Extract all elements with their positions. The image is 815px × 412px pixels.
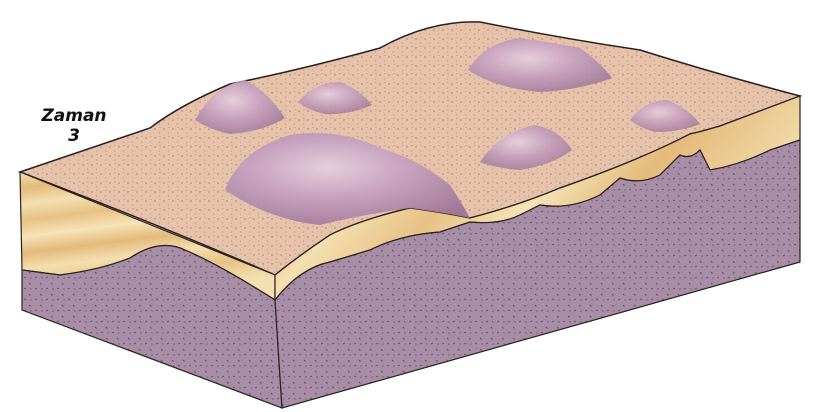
- time-label-word: Zaman: [34, 106, 114, 126]
- time-label: Zaman 3: [34, 106, 114, 146]
- time-label-number: 3: [34, 126, 114, 146]
